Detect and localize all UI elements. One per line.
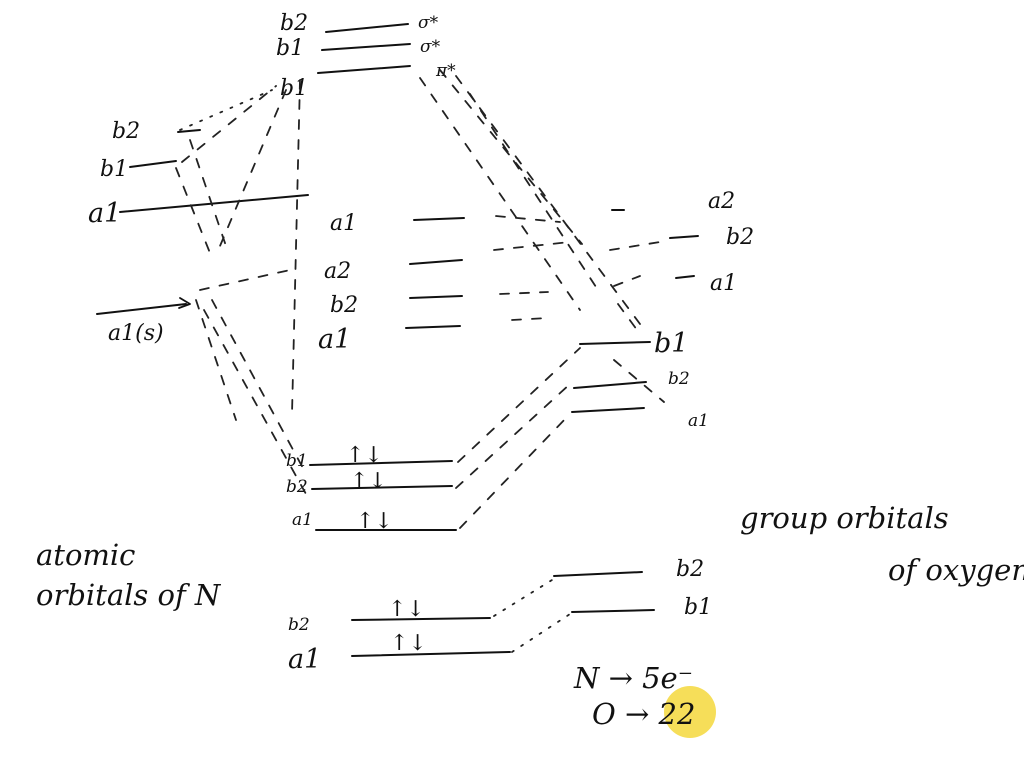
o-a1-level bbox=[675, 275, 695, 279]
mo-b1-pi-label: b1 bbox=[280, 76, 308, 101]
o-b2-lower-level bbox=[553, 571, 643, 577]
corr-b2-to-o-b2 bbox=[455, 383, 571, 489]
mo-b1-antibonding-label: b1 bbox=[276, 36, 304, 61]
o-b2-middle-level bbox=[573, 381, 647, 389]
mo-a1-lower-filled-label: a1 bbox=[288, 644, 321, 675]
corr-o-b1-drop bbox=[617, 303, 641, 335]
mo-pi-star: π* bbox=[435, 61, 456, 81]
n-orbital-b2-level bbox=[177, 129, 201, 133]
mo-b1-filled-level bbox=[309, 460, 453, 466]
mo-sigma-star-2: σ* bbox=[420, 37, 441, 57]
corr-nonbond-a1-lower bbox=[511, 317, 549, 321]
o-a1-middle-label: a1 bbox=[688, 411, 709, 431]
cursor-highlight bbox=[664, 686, 716, 738]
corr-na1s-to-b2 bbox=[211, 299, 305, 471]
electron-count-line2: O → 22 bbox=[592, 697, 695, 731]
nitrogen-atomic-orbitals: b2 b1 a1 a1(s) atomic orbitals of N bbox=[36, 119, 309, 612]
mo-b2-filled-label: b2 bbox=[286, 477, 308, 497]
corr-nonbond-a2 bbox=[493, 241, 571, 251]
n-caption-line2: orbitals of N bbox=[36, 578, 222, 612]
o-b2-level bbox=[669, 235, 699, 239]
corr-o-a1 bbox=[613, 275, 641, 287]
o-a1-middle-level bbox=[571, 407, 645, 413]
electron-pair-b2: ↑↓ bbox=[350, 469, 387, 494]
n-orbital-a1-level bbox=[119, 194, 309, 213]
o-caption-line1: group orbitals bbox=[740, 501, 949, 535]
corr-nonbond-b2 bbox=[499, 291, 549, 295]
mo-b1-antibonding-level bbox=[321, 43, 411, 51]
corr-mo-to-o-b1 bbox=[419, 77, 581, 311]
n-orbital-b1-label: b1 bbox=[100, 157, 128, 182]
corr-lower-a1 bbox=[511, 613, 571, 653]
o-caption-line2: of oxygen bbox=[888, 553, 1024, 587]
electron-pair-b2-lower: ↑↓ bbox=[388, 597, 425, 622]
n-orbital-b1-level bbox=[129, 160, 177, 168]
corr-lower-b2 bbox=[493, 579, 553, 617]
mo-a1-nonbonding-label: a1 bbox=[330, 211, 357, 236]
o-b2-lower-label: b2 bbox=[676, 557, 704, 582]
o-b1-lower-level bbox=[571, 609, 655, 613]
mo-b2-nonbonding-label: b2 bbox=[330, 293, 358, 318]
electron-pair-a1: ↑↓ bbox=[356, 509, 393, 534]
corr-mo-to-b1 bbox=[291, 79, 301, 415]
mo-b1-pi-antibonding-level bbox=[317, 65, 411, 74]
n-orbital-b2-label: b2 bbox=[112, 119, 140, 144]
mo-b2-lower-filled-level bbox=[351, 617, 491, 621]
mo-b2-antibonding-label: b2 bbox=[280, 11, 308, 36]
electron-count-line1: N → 5e⁻ bbox=[573, 661, 693, 695]
mo-a2-nonbonding-label: a2 bbox=[324, 259, 351, 284]
o-a1-label: a1 bbox=[710, 271, 737, 296]
nonbonding-levels: a1 a2 b2 a1 bbox=[318, 211, 465, 355]
corr-na1s-to-a1 bbox=[203, 309, 307, 495]
corr-na1s-to-a2 bbox=[199, 269, 291, 291]
corr-nb1-down bbox=[175, 167, 213, 259]
mo-b1-filled-label: b1 bbox=[286, 451, 308, 471]
corr-na1s-down bbox=[195, 299, 237, 421]
mo-a1-lower-filled-level bbox=[351, 651, 511, 657]
o-b1-middle-label: b1 bbox=[654, 328, 688, 359]
mo-a1-filled-label: a1 bbox=[292, 510, 313, 530]
corr-mo-to-na1 bbox=[219, 89, 287, 247]
mo-b2-filled-level bbox=[311, 485, 453, 490]
electron-pair-a1-lower: ↑↓ bbox=[390, 631, 427, 656]
n-caption-line1: atomic bbox=[36, 538, 135, 572]
filled-middle-levels: b1 b2 a1 ↑↓ ↑↓ ↑↓ bbox=[286, 443, 457, 534]
mo-a1-nonbonding-level bbox=[413, 217, 465, 221]
o-a2-label: a2 bbox=[708, 189, 735, 214]
corr-o-b2 bbox=[609, 241, 661, 251]
oxygen-group-orbitals: a2 b2 a1 b1 b2 a1 b2 b1 group orbitals o… bbox=[553, 189, 1024, 620]
mo-sigma-star-1: σ* bbox=[418, 13, 439, 33]
n-orbital-a1-label: a1 bbox=[88, 198, 121, 229]
filled-lower-levels: b2 a1 ↑↓ ↑↓ bbox=[288, 597, 511, 675]
mo-b2-nonbonding-level bbox=[409, 295, 463, 299]
mo-a2-nonbonding-level bbox=[409, 259, 463, 265]
antibonding-levels: b2 b1 b1 σ* σ* π* bbox=[276, 11, 456, 101]
corr-nb1-to-mo bbox=[181, 85, 277, 163]
o-b1-middle-level bbox=[579, 341, 651, 345]
mo-a1-lower-nonbonding-level bbox=[405, 325, 461, 329]
electron-pair-b1: ↑↓ bbox=[346, 443, 383, 468]
mo-b2-lower-filled-label: b2 bbox=[288, 615, 310, 635]
corr-mo-down bbox=[469, 93, 599, 291]
n-orbital-a1s-label: a1(s) bbox=[108, 321, 164, 346]
n-orbital-arrowhead bbox=[178, 297, 191, 309]
corr-a1-to-o-a1 bbox=[459, 415, 569, 529]
o-b2-label: b2 bbox=[726, 225, 754, 250]
o-b2-middle-label: b2 bbox=[668, 369, 690, 389]
corr-nb2-down bbox=[189, 139, 227, 247]
correlation-lines bbox=[175, 69, 665, 653]
n-orbital-a1s-level bbox=[96, 303, 187, 315]
mo-b2-antibonding-level bbox=[325, 23, 409, 33]
corr-o-middle bbox=[613, 359, 665, 403]
corr-b1-to-o-b1 bbox=[457, 347, 581, 463]
mo-a1-lower-nonbonding-label: a1 bbox=[318, 324, 351, 355]
corr-mo-to-o-b2 bbox=[439, 69, 583, 245]
corr-nb2-to-mo bbox=[179, 89, 273, 131]
electron-count-note: N → 5e⁻ O → 22 bbox=[573, 661, 716, 738]
o-b1-lower-label: b1 bbox=[684, 595, 712, 620]
